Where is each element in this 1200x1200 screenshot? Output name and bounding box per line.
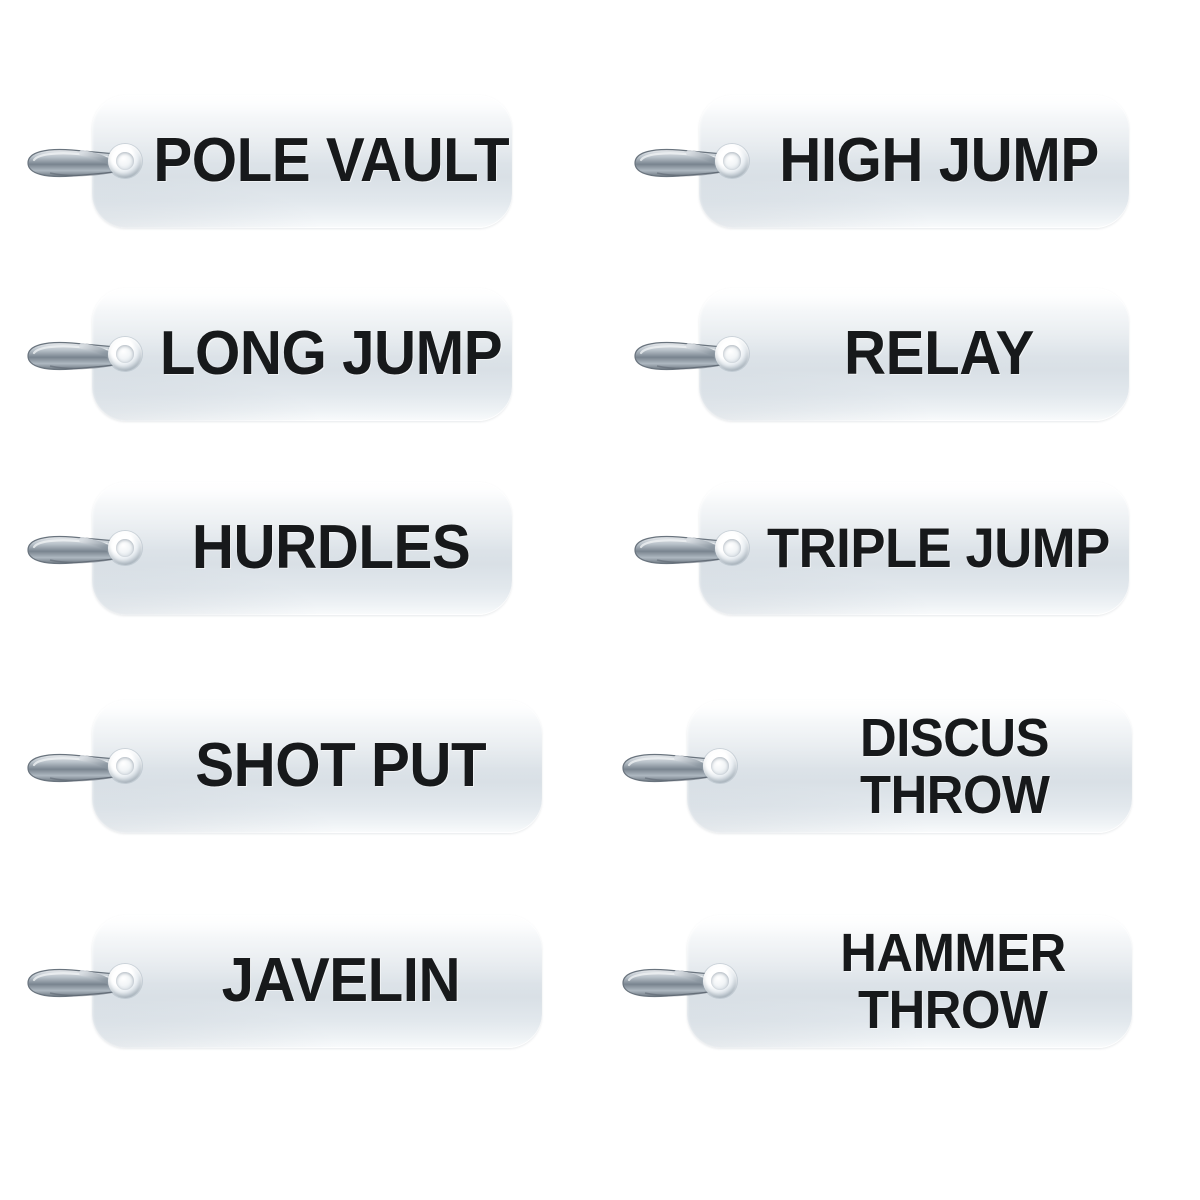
tag-body [92,288,512,421]
tag-label: HIGH JUMP [778,126,1099,196]
grommet-icon [703,964,737,998]
tag-label: DISCUS THROW [860,708,1050,825]
keytag-relay[interactable]: RELAY [627,288,1152,421]
keytag-triple-jump[interactable]: TRIPLE JUMP [627,482,1152,615]
tag-body [92,700,542,833]
tag-body [699,288,1129,421]
tag-label: TRIPLE JUMP [767,516,1110,580]
tag-body [687,915,1132,1048]
grommet-icon [715,337,749,371]
tag-body [699,482,1129,615]
keytag-pole-vault[interactable]: POLE VAULT [20,95,540,228]
grommet-icon [715,531,749,565]
keytag-javelin[interactable]: JAVELIN [20,915,565,1048]
tag-body [92,95,512,228]
tag-body [687,700,1132,833]
tag-label: HAMMER THROW [840,923,1066,1040]
tag-label: SHOT PUT [195,731,486,801]
keytag-hammer-throw[interactable]: HAMMER THROW [615,915,1155,1048]
grommet-icon [108,531,142,565]
keytag-discus-throw[interactable]: DISCUS THROW [615,700,1155,833]
keytag-high-jump[interactable]: HIGH JUMP [627,95,1152,228]
tag-body [699,95,1129,228]
keytag-hurdles[interactable]: HURDLES [20,482,540,615]
tag-label: HURDLES [191,513,471,583]
grommet-icon [108,749,142,783]
grommet-icon [108,337,142,371]
keytag-shot-put[interactable]: SHOT PUT [20,700,565,833]
keytag-long-jump[interactable]: LONG JUMP [20,288,540,421]
tag-label: JAVELIN [221,946,460,1016]
tag-label: RELAY [843,319,1034,389]
tag-body [92,915,542,1048]
grommet-icon [108,144,142,178]
grommet-icon [715,144,749,178]
grommet-icon [703,749,737,783]
tag-body [92,482,512,615]
tag-label: LONG JUMP [159,319,503,389]
tag-label: POLE VAULT [153,126,509,196]
grommet-icon [108,964,142,998]
